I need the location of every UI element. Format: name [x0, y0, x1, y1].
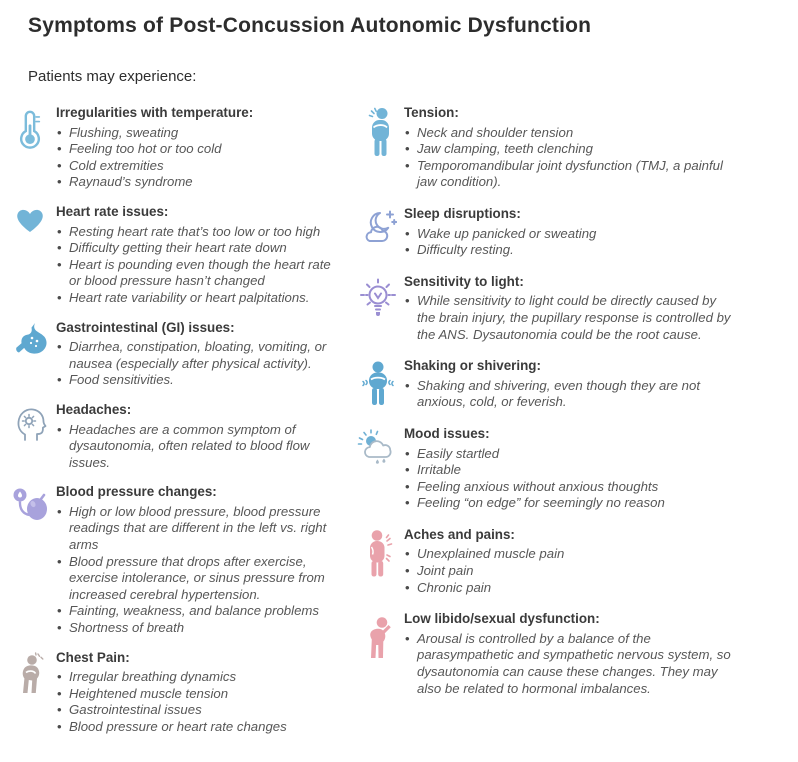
bullet-list: Shaking and shivering, even though they …: [404, 378, 734, 411]
symptom-bullet: Food sensitivities.: [56, 372, 342, 389]
sleep-moon-icon: [352, 206, 404, 259]
symptom-bullet: Feeling too hot or too cold: [56, 141, 342, 158]
symptom-bullet: Feeling “on edge” for seemingly no reaso…: [404, 495, 734, 512]
symptom-section-mood: Mood issues: Easily startled Irritable F…: [352, 426, 792, 512]
symptom-bullet: Chronic pain: [404, 580, 734, 597]
symptom-bullet: Diarrhea, constipation, bloating, vomiti…: [56, 339, 342, 372]
symptom-heading: Tension:: [404, 105, 734, 122]
symptom-bullet: Neck and shoulder tension: [404, 125, 734, 142]
symptom-heading: Shaking or shivering:: [404, 358, 734, 375]
symptom-heading: Sleep disruptions:: [404, 206, 734, 223]
heart-icon: [4, 204, 56, 307]
symptom-bullet: Heart rate variability or heart palpitat…: [56, 290, 342, 307]
symptom-bullet: Shaking and shivering, even though they …: [404, 378, 734, 411]
symptom-bullet: Heart is pounding even though the heart …: [56, 257, 342, 290]
symptom-bullet: Arousal is controlled by a balance of th…: [404, 631, 734, 697]
chest-pain-icon: [4, 650, 56, 736]
infographic-page: Symptoms of Post-Concussion Autonomic Dy…: [0, 14, 798, 762]
symptom-section-light-sensitivity: Sensitivity to light: While sensitivity …: [352, 274, 792, 343]
bullet-list: Wake up panicked or sweating Difficulty …: [404, 226, 734, 259]
symptom-heading: Headaches:: [56, 402, 342, 419]
symptom-section-heart-rate: Heart rate issues: Resting heart rate th…: [4, 204, 352, 307]
sun-cloud-rain-icon: [352, 426, 404, 512]
left-column: Irregularities with temperature: Flushin…: [4, 105, 352, 749]
symptom-bullet: Irritable: [404, 462, 734, 479]
symptom-bullet: Raynaud’s syndrome: [56, 174, 342, 191]
symptom-bullet: Resting heart rate that’s too low or too…: [56, 224, 342, 241]
symptom-bullet: Unexplained muscle pain: [404, 546, 734, 563]
thermometer-icon: [4, 105, 56, 191]
symptom-heading: Chest Pain:: [56, 650, 342, 667]
symptom-bullet: Temporomandibular joint dysfunction (TMJ…: [404, 158, 734, 191]
symptom-bullet: Fainting, weakness, and balance problems: [56, 603, 342, 620]
right-column: Tension: Neck and shoulder tension Jaw c…: [352, 105, 792, 712]
symptom-bullet: Blood pressure or heart rate changes: [56, 719, 342, 736]
symptom-bullet: Gastrointestinal issues: [56, 702, 342, 719]
body-aches-icon: [352, 527, 404, 596]
symptom-bullet: While sensitivity to light could be dire…: [404, 293, 734, 343]
symptom-section-low-libido: Low libido/sexual dysfunction: Arousal i…: [352, 611, 792, 697]
bullet-list: Neck and shoulder tension Jaw clamping, …: [404, 125, 734, 191]
symptom-section-chest-pain: Chest Pain: Irregular breathing dynamics…: [4, 650, 352, 736]
symptom-bullet: Feeling anxious without anxious thoughts: [404, 479, 734, 496]
bullet-list: Irregular breathing dynamics Heightened …: [56, 669, 342, 735]
symptom-section-headaches: Headaches: Headaches are a common sympto…: [4, 402, 352, 471]
bullet-list: Unexplained muscle pain Joint pain Chron…: [404, 546, 734, 596]
symptom-heading: Sensitivity to light:: [404, 274, 734, 291]
symptom-bullet: Headaches are a common symptom of dysaut…: [56, 422, 342, 472]
symptom-bullet: Joint pain: [404, 563, 734, 580]
symptom-bullet: Difficulty getting their heart rate down: [56, 240, 342, 257]
bullet-list: Diarrhea, constipation, bloating, vomiti…: [56, 339, 342, 389]
headache-head-icon: [4, 402, 56, 471]
bullet-list: Flushing, sweating Feeling too hot or to…: [56, 125, 342, 191]
symptom-bullet: Jaw clamping, teeth clenching: [404, 141, 734, 158]
bullet-list: While sensitivity to light could be dire…: [404, 293, 734, 343]
symptom-bullet: Shortness of breath: [56, 620, 342, 637]
bullet-list: High or low blood pressure, blood pressu…: [56, 504, 342, 637]
symptom-bullet: Flushing, sweating: [56, 125, 342, 142]
symptom-section-gastrointestinal: Gastrointestinal (GI) issues: Diarrhea, …: [4, 320, 352, 389]
symptom-bullet: Blood pressure that drops after exercise…: [56, 554, 342, 604]
symptom-bullet: Difficulty resting.: [404, 242, 734, 259]
shivering-person-icon: [352, 358, 404, 411]
light-bulb-icon: [352, 274, 404, 343]
neck-tension-icon: [352, 105, 404, 191]
symptom-section-blood-pressure: Blood pressure changes: High or low bloo…: [4, 484, 352, 636]
bullet-list: Resting heart rate that’s too low or too…: [56, 224, 342, 307]
symptom-heading: Heart rate issues:: [56, 204, 342, 221]
symptom-section-aches: Aches and pains: Unexplained muscle pain…: [352, 527, 792, 596]
symptom-bullet: Easily startled: [404, 446, 734, 463]
blood-pressure-icon: [4, 484, 56, 636]
bullet-list: Easily startled Irritable Feeling anxiou…: [404, 446, 734, 512]
symptom-bullet: Wake up panicked or sweating: [404, 226, 734, 243]
stomach-icon: [4, 320, 56, 389]
symptom-heading: Blood pressure changes:: [56, 484, 342, 501]
symptom-bullet: Irregular breathing dynamics: [56, 669, 342, 686]
symptom-heading: Low libido/sexual dysfunction:: [404, 611, 734, 628]
bullet-list: Headaches are a common symptom of dysaut…: [56, 422, 342, 472]
symptom-heading: Aches and pains:: [404, 527, 734, 544]
symptom-section-tension: Tension: Neck and shoulder tension Jaw c…: [352, 105, 792, 191]
bullet-list: Arousal is controlled by a balance of th…: [404, 631, 734, 697]
symptom-section-temperature: Irregularities with temperature: Flushin…: [4, 105, 352, 191]
symptom-section-sleep: Sleep disruptions: Wake up panicked or s…: [352, 206, 792, 259]
page-subtitle: Patients may experience:: [28, 68, 798, 85]
symptom-columns: Irregularities with temperature: Flushin…: [0, 105, 798, 749]
symptom-heading: Irregularities with temperature:: [56, 105, 342, 122]
low-libido-icon: [352, 611, 404, 697]
page-title: Symptoms of Post-Concussion Autonomic Dy…: [28, 14, 798, 38]
symptom-bullet: Heightened muscle tension: [56, 686, 342, 703]
symptom-bullet: High or low blood pressure, blood pressu…: [56, 504, 342, 554]
symptom-heading: Gastrointestinal (GI) issues:: [56, 320, 342, 337]
symptom-section-shaking: Shaking or shivering: Shaking and shiver…: [352, 358, 792, 411]
symptom-bullet: Cold extremities: [56, 158, 342, 175]
symptom-heading: Mood issues:: [404, 426, 734, 443]
